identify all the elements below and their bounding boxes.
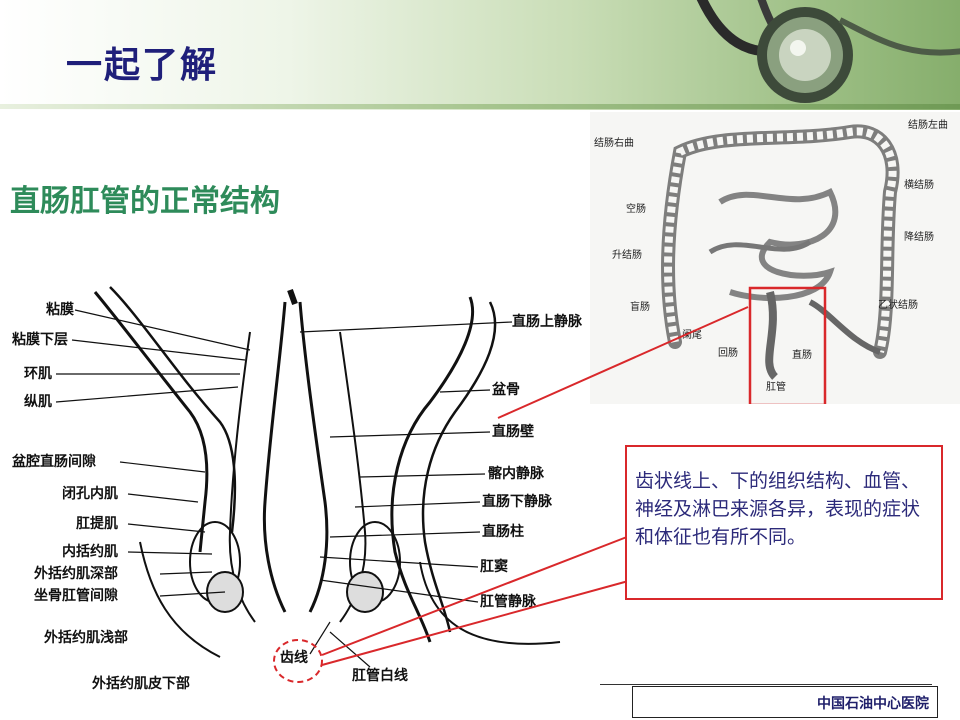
label-dentate-line: 齿线 <box>280 649 308 666</box>
label-internal-sphincter: 内括约肌 <box>62 543 118 560</box>
hospital-name: 中国石油中心医院 <box>817 696 929 712</box>
label-external-sphincter-subcutaneous: 外括约肌皮下部 <box>92 675 190 692</box>
header-divider <box>0 104 960 109</box>
label-mucosa: 粘膜 <box>46 301 74 318</box>
label-ischioanal-space: 坐骨肛管间隙 <box>34 587 118 604</box>
colon-label-right-flexure: 结肠右曲 <box>594 136 634 149</box>
label-longitudinal-muscle: 纵肌 <box>24 393 52 410</box>
colon-overview-diagram: 结肠右曲 结肠左曲 横结肠 空肠 降结肠 升结肠 盲肠 乙状结肠 阑尾 回肠 直… <box>590 112 960 404</box>
rectum-anal-canal-diagram: 粘膜 粘膜下层 环肌 纵肌 盆腔直肠间隙 闭孔内肌 肛提肌 内括约肌 外括约肌深… <box>0 262 600 720</box>
colon-label-rectum: 直肠 <box>792 348 812 361</box>
label-rectal-column: 直肠柱 <box>482 523 524 540</box>
label-anal-sinus: 肛窦 <box>480 558 508 575</box>
label-anal-canal-vein: 肛管静脉 <box>480 593 537 610</box>
footer-divider <box>600 684 932 685</box>
label-pelvic-bone: 盆骨 <box>491 381 520 398</box>
slide-subtitle: 直肠肛管的正常结构 <box>10 184 280 219</box>
colon-label-left-flexure: 结肠左曲 <box>908 118 948 131</box>
callout-text: 齿状线上、下的组织结构、血管、神经及淋巴来源各异，表现的症状和体征也有所不同。 <box>635 470 921 548</box>
label-anal-white-line: 肛管白线 <box>352 667 408 684</box>
colon-label-cecum: 盲肠 <box>630 300 650 313</box>
label-internal-iliac-vein: 髂内静脉 <box>488 465 545 482</box>
label-pelvirectal-space: 盆腔直肠间隙 <box>11 453 96 470</box>
label-circular-muscle: 环肌 <box>24 366 52 382</box>
colon-label-ascending: 升结肠 <box>612 248 642 261</box>
label-obturator-internus: 闭孔内肌 <box>62 485 118 502</box>
label-submucosa: 粘膜下层 <box>12 331 68 348</box>
colon-label-ileum: 回肠 <box>718 347 738 359</box>
label-inferior-rectal-vein: 直肠下静脉 <box>482 493 553 510</box>
label-external-sphincter-superficial: 外括约肌浅部 <box>44 629 128 646</box>
footer-box: 中国石油中心医院 <box>632 686 938 718</box>
label-superior-rectal-vein: 直肠上静脉 <box>512 313 583 330</box>
stethoscope-image <box>696 0 960 103</box>
colon-label-transverse: 横结肠 <box>904 178 934 191</box>
colon-label-descending: 降结肠 <box>904 230 934 243</box>
label-rectal-wall: 直肠壁 <box>492 423 534 440</box>
label-external-sphincter-deep: 外括约肌深部 <box>34 565 118 582</box>
rectum-highlight-box <box>748 286 827 404</box>
colon-label-appendix: 阑尾 <box>682 328 702 341</box>
label-levator-ani: 肛提肌 <box>76 516 118 532</box>
colon-label-jejunum: 空肠 <box>626 202 646 215</box>
slide-title: 一起了解 <box>66 45 219 86</box>
colon-label-anal-canal: 肛管 <box>766 380 786 393</box>
callout-box: 齿状线上、下的组织结构、血管、神经及淋巴来源各异，表现的症状和体征也有所不同。 <box>625 445 943 600</box>
colon-label-sigmoid: 乙状结肠 <box>878 298 918 311</box>
